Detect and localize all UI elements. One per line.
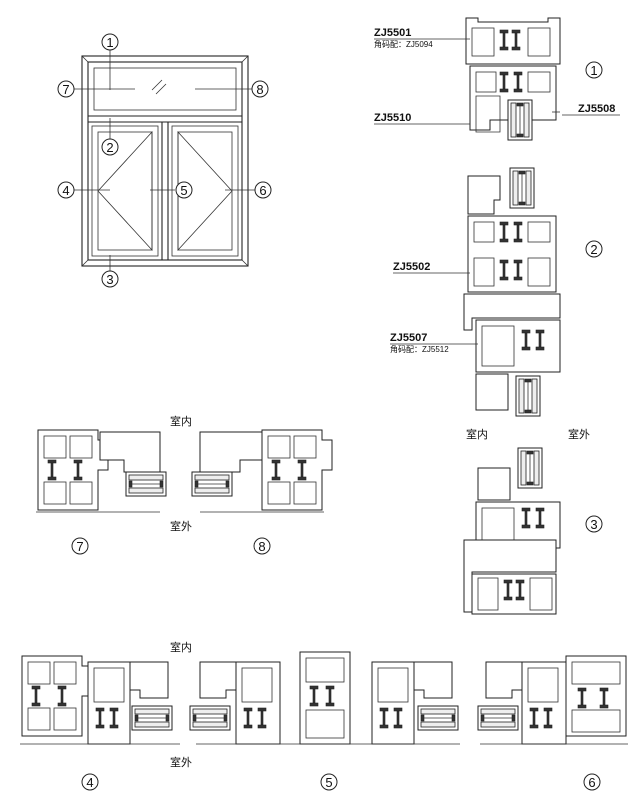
- section-number-4: 4: [81, 773, 99, 791]
- label-outdoor-mid: 室外: [170, 519, 192, 533]
- callout-2: 2: [101, 138, 119, 156]
- window-elevation: 1 7 8 2 4 5 6 3: [57, 33, 272, 288]
- svg-text:2: 2: [106, 140, 113, 155]
- svg-text:3: 3: [590, 517, 597, 532]
- callout-6: 6: [254, 181, 272, 199]
- svg-text:7: 7: [76, 539, 83, 554]
- section-number-5: 5: [320, 773, 338, 791]
- svg-text:7: 7: [62, 82, 69, 97]
- svg-text:3: 3: [106, 272, 113, 287]
- svg-text:5: 5: [325, 775, 332, 790]
- label-zj5508: ZJ5508: [578, 103, 615, 115]
- section-number-8: 8: [253, 537, 271, 555]
- section-number-6: 6: [583, 773, 601, 791]
- callout-1: 1: [101, 33, 119, 51]
- svg-text:6: 6: [259, 183, 266, 198]
- section-number-1: 1: [585, 61, 603, 79]
- svg-text:5: 5: [180, 183, 187, 198]
- section-5-drawing: [189, 651, 460, 745]
- label-indoor-right: 室内: [466, 427, 488, 441]
- callout-5: 5: [175, 181, 193, 199]
- label-zj5501: ZJ5501: [374, 27, 411, 39]
- label-outdoor-right: 室外: [568, 427, 590, 441]
- callout-7: 7: [57, 80, 75, 98]
- callout-4: 4: [57, 181, 75, 199]
- label-indoor-bottom: 室内: [170, 640, 192, 654]
- section-4-drawing: [20, 656, 180, 745]
- section-7-drawing: [36, 430, 167, 513]
- label-outdoor-bottom: 室外: [170, 755, 192, 769]
- section-number-3: 3: [585, 515, 603, 533]
- label-zj5502: ZJ5502: [393, 261, 430, 273]
- section-8-drawing: [191, 430, 332, 513]
- svg-text:4: 4: [62, 183, 69, 198]
- section-number-7: 7: [71, 537, 89, 555]
- label-zj5507: ZJ5507: [390, 332, 427, 344]
- label-zj5507-sub: 角码配：ZJ5512: [390, 344, 449, 354]
- section-3-drawing: [463, 447, 561, 615]
- section-2-drawing: [463, 167, 561, 417]
- label-indoor-mid: 室内: [170, 414, 192, 428]
- svg-text:8: 8: [256, 82, 263, 97]
- callout-8: 8: [251, 80, 269, 98]
- section-1-drawing: [465, 17, 561, 141]
- label-zj5501-sub: 角码配：ZJ5094: [374, 39, 433, 49]
- section-number-2: 2: [585, 240, 603, 258]
- svg-text:6: 6: [588, 775, 595, 790]
- label-zj5510: ZJ5510: [374, 112, 411, 124]
- callout-3: 3: [101, 270, 119, 288]
- svg-text:4: 4: [86, 775, 93, 790]
- section-6-drawing: [477, 655, 628, 745]
- svg-text:1: 1: [590, 63, 597, 78]
- svg-text:1: 1: [106, 35, 113, 50]
- svg-text:8: 8: [258, 539, 265, 554]
- svg-text:2: 2: [590, 242, 597, 257]
